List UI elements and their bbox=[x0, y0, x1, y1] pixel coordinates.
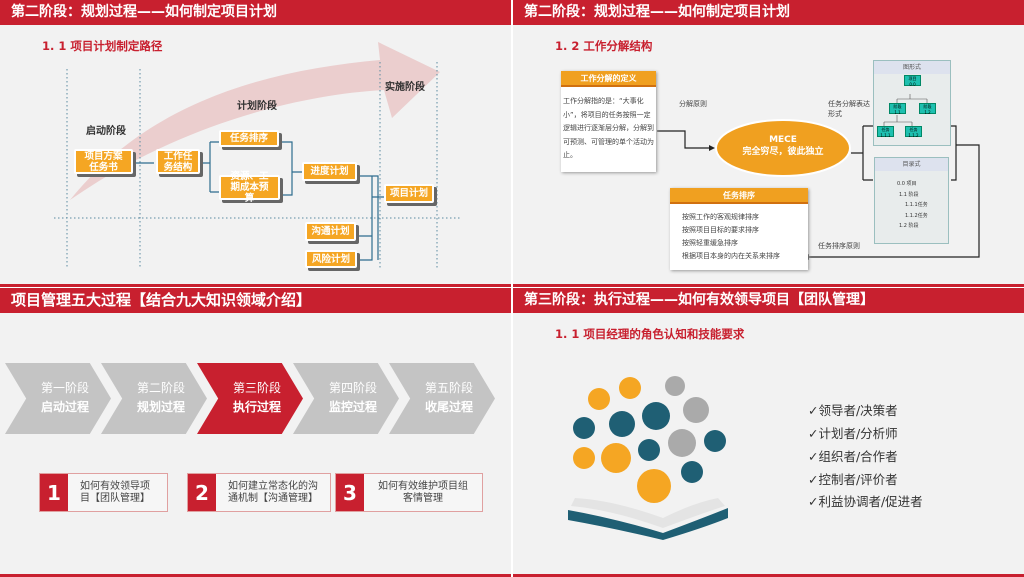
role-item: ✓利益协调者/促进者 bbox=[808, 494, 923, 509]
box-project-charter: 项目方案任务书 bbox=[74, 149, 133, 174]
sort-item: 根据项目本身的内在关系来排序 bbox=[682, 252, 780, 260]
sort-item: 按照项目目标的要求排序 bbox=[682, 226, 759, 234]
mece-text: 完全穷尽，彼此独立 bbox=[742, 147, 824, 157]
slide-team-management[interactable]: 第三阶段：执行过程——如何有效领导项目【团队管理】 1. 1 项目经理的角色认知… bbox=[513, 288, 1024, 577]
principle-label: 分解原则 bbox=[679, 100, 707, 108]
stage-number: 第四阶段 bbox=[328, 381, 377, 395]
stage-number: 第一阶段 bbox=[40, 381, 89, 395]
role-item: ✓控制者/评价者 bbox=[808, 472, 898, 487]
phase-start-label: 启动阶段 bbox=[86, 126, 126, 137]
slide-title: 项目管理五大过程【结合九大知识领域介绍】 bbox=[0, 288, 511, 313]
tree-node: 阶段 1.2 bbox=[919, 103, 936, 115]
role-item: ✓领导者/决策者 bbox=[808, 403, 898, 418]
item-text: 如何有效维护项目组客情管理 bbox=[378, 480, 468, 504]
path-diagram-lines bbox=[54, 42, 460, 268]
form-label: 任务分解表达形式 bbox=[828, 100, 870, 118]
role-item: ✓组织者/合作者 bbox=[808, 449, 898, 464]
sort-item: 按照工作的客观规律排序 bbox=[682, 213, 759, 221]
list-form-title: 目录式 bbox=[875, 158, 948, 171]
list-form-box: 目录式 0.0 项目 1.1 阶段 1.1.1任务 1.1.2任务 1.2 阶段 bbox=[874, 157, 949, 244]
knowledge-book-illustration bbox=[568, 376, 728, 540]
box-risk-plan: 风险计划 bbox=[305, 250, 357, 268]
slide-wbs[interactable]: 第二阶段：规划过程——如何制定项目计划 1. 2 工作分解结构 工作分解的定义 … bbox=[513, 0, 1024, 287]
idea-bubbles-icon bbox=[573, 376, 726, 503]
stage-name: 收尾过程 bbox=[424, 400, 473, 414]
phase-execute-label: 实施阶段 bbox=[385, 82, 425, 93]
item-card-3: 3 如何有效维护项目组客情管理 bbox=[335, 473, 483, 512]
stage-name: 规划过程 bbox=[136, 400, 185, 414]
section-title: 1. 1 项目经理的角色认知和技能要求 bbox=[555, 327, 745, 341]
list-item: 1.1.2任务 bbox=[905, 212, 928, 219]
box-task-sequence: 任务排序 bbox=[219, 130, 279, 147]
stage-name: 启动过程 bbox=[40, 400, 89, 414]
mece-title: MECE bbox=[769, 135, 797, 145]
tree-node: 任务 1.1.1 bbox=[877, 126, 894, 138]
stage-name: 执行过程 bbox=[232, 400, 281, 414]
definition-text: 工作分解指的是：“大事化小”，将项目的任务按照一定逻辑进行逐渐层分解，分解到可预… bbox=[563, 97, 654, 159]
stage-chevron-2[interactable]: 第二阶段规划过程 bbox=[101, 363, 207, 434]
item-number: 2 bbox=[188, 474, 216, 511]
tree-form-title: 图形式 bbox=[874, 61, 950, 74]
tree-node: 阶段 1.1 bbox=[889, 103, 906, 115]
tree-node: 项目 0.0 bbox=[904, 75, 921, 87]
tree-form-box: 图形式 项目 0.0 阶段 1.1 阶段 1.2 任务 1.1.1 任务 1.1… bbox=[873, 60, 951, 146]
item-number: 3 bbox=[336, 474, 364, 511]
stage-number: 第三阶段 bbox=[232, 381, 281, 395]
progress-arrow bbox=[70, 42, 440, 200]
box-resource-budget: 资源、工期成本预算 bbox=[219, 171, 280, 204]
stage-chevron-4[interactable]: 第四阶段监控过程 bbox=[293, 363, 399, 434]
wbs-lines bbox=[657, 119, 980, 260]
item-card-1: 1 如何有效领导项目【团队管理】 bbox=[39, 473, 168, 512]
slide-title: 第二阶段：规划过程——如何制定项目计划 bbox=[513, 0, 1024, 25]
stage-chevron-1[interactable]: 第一阶段启动过程 bbox=[5, 363, 111, 434]
box-schedule-plan: 进度计划 bbox=[302, 162, 357, 181]
slide-five-processes[interactable]: 项目管理五大过程【结合九大知识领域介绍】 第一阶段启动过程 第二阶段规划过程 第… bbox=[0, 288, 511, 577]
role-item: ✓计划者/分析师 bbox=[808, 426, 898, 441]
section-title: 1. 1 项目计划制定路径 bbox=[42, 39, 163, 53]
sort-principle-label: 任务排序原则 bbox=[818, 242, 860, 250]
item-number: 1 bbox=[40, 474, 68, 511]
list-item: 0.0 项目 bbox=[897, 181, 917, 187]
slide-planning-path[interactable]: 第二阶段：规划过程——如何制定项目计划 1. 1 项目计划制定路径 启动阶段 计… bbox=[0, 0, 511, 287]
item-text: 如何建立常态化的沟通机制【沟通管理】 bbox=[228, 480, 318, 504]
mece-ellipse bbox=[715, 119, 851, 177]
list-item: 1.2 阶段 bbox=[899, 223, 919, 229]
definition-title: 工作分解的定义 bbox=[561, 71, 656, 87]
tree-node: 任务 1.1.2 bbox=[905, 126, 922, 138]
item-card-2: 2 如何建立常态化的沟通机制【沟通管理】 bbox=[187, 473, 331, 512]
box-wbs: 工作任务结构 bbox=[156, 149, 200, 174]
sort-item: 按照轻重缓急排序 bbox=[682, 239, 738, 247]
stage-number: 第二阶段 bbox=[136, 381, 185, 395]
stage-name: 监控过程 bbox=[328, 400, 377, 414]
list-item: 1.1.1任务 bbox=[905, 202, 928, 208]
task-sort-card: 任务排序 按照工作的客观规律排序 按照项目目标的要求排序 按照轻重缓急排序 根据… bbox=[670, 188, 808, 270]
box-project-plan: 项目计划 bbox=[384, 184, 434, 203]
item-text: 如何有效领导项目【团队管理】 bbox=[80, 480, 150, 504]
task-sort-title: 任务排序 bbox=[670, 188, 808, 204]
book-icon bbox=[568, 508, 728, 540]
list-item: 1.1 阶段 bbox=[899, 191, 919, 198]
stage-chevron-3-active[interactable]: 第三阶段执行过程 bbox=[197, 363, 303, 434]
box-communication-plan: 沟通计划 bbox=[305, 222, 356, 241]
phase-plan-label: 计划阶段 bbox=[237, 101, 277, 112]
section-title: 1. 2 工作分解结构 bbox=[555, 39, 653, 53]
stage-number: 第五阶段 bbox=[424, 381, 473, 395]
slide-title: 第二阶段：规划过程——如何制定项目计划 bbox=[0, 0, 511, 25]
definition-card: 工作分解的定义 工作分解指的是：“大事化小”，将项目的任务按照一定逻辑进行逐渐层… bbox=[561, 71, 656, 172]
slide-title: 第三阶段：执行过程——如何有效领导项目【团队管理】 bbox=[513, 288, 1024, 313]
stage-chevron-5[interactable]: 第五阶段收尾过程 bbox=[389, 363, 495, 434]
